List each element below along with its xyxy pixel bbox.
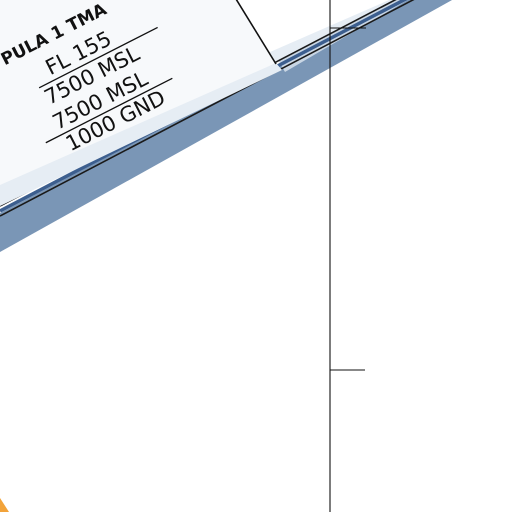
airspace-label-box xyxy=(0,0,276,202)
boundary-band xyxy=(0,0,453,252)
corner-marker xyxy=(0,498,9,512)
airspace-label-border xyxy=(235,0,277,65)
limit-separator-1 xyxy=(38,26,158,89)
airspace-label-shade xyxy=(0,63,282,206)
limit-separator-2 xyxy=(45,77,173,144)
